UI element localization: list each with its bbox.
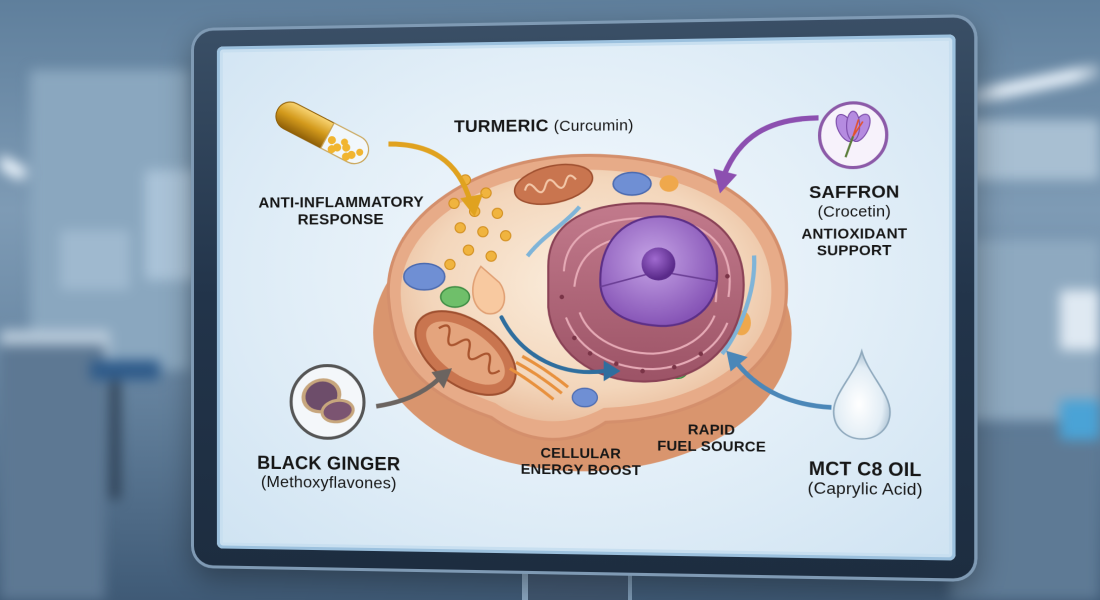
mct-label: MCT C8 OIL (Caprylic Acid) <box>807 458 923 499</box>
saffron-flower-icon <box>815 98 891 172</box>
monitor-screen: TURMERIC (Curcumin) ANTI-INFLAMMATORY RE… <box>216 34 956 561</box>
mct-arrow <box>726 350 836 412</box>
cell-diagram <box>373 141 808 474</box>
black-ginger-label: BLACK GINGER (Methoxyflavones) <box>257 452 401 493</box>
saffron-label: SAFFRON (Crocetin) ANTIOXIDANT SUPPORT <box>801 181 908 259</box>
oil-drop-icon <box>829 349 894 443</box>
anti-inflammatory-label: ANTI-INFLAMMATORY RESPONSE <box>258 193 424 229</box>
black-ginger-icon <box>287 361 368 442</box>
cellular-energy-label: CELLULAR ENERGY BOOST <box>520 444 641 479</box>
turmeric-label: TURMERIC (Curcumin) <box>454 115 634 137</box>
monitor: TURMERIC (Curcumin) ANTI-INFLAMMATORY RE… <box>191 14 978 582</box>
turmeric-arrow <box>388 139 483 217</box>
capsule-icon <box>267 94 388 176</box>
rapid-fuel-label: RAPID FUEL SOURCE <box>657 420 767 455</box>
black-ginger-arrow <box>376 368 452 417</box>
